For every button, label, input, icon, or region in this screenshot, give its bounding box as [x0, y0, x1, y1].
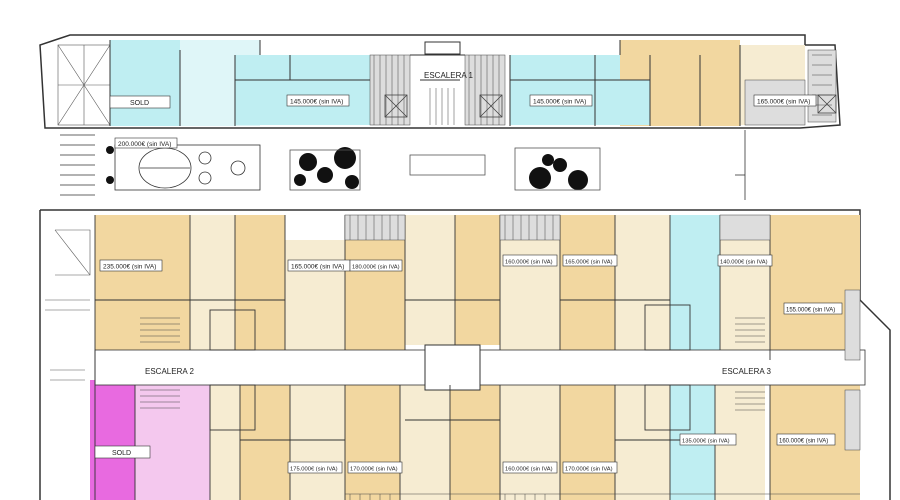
- svg-text:SOLD: SOLD: [112, 450, 131, 457]
- bottom-facade: [345, 493, 860, 500]
- terrace-hatch: [57, 44, 111, 126]
- price-label: 175.000€ (sin IVA): [287, 461, 343, 474]
- sold-badge: SOLD: [109, 95, 171, 109]
- left-entry-hatch: [45, 229, 91, 381]
- svg-text:180.000€ (sin IVA): 180.000€ (sin IVA): [352, 265, 400, 271]
- price-label: 180.000€ (sin IVA): [349, 259, 403, 272]
- stair-3-label: ESCALERA 3: [722, 367, 771, 376]
- tree-icon: [106, 146, 588, 190]
- stair-2-label: ESCALERA 2: [145, 367, 194, 376]
- svg-text:170.000€ (sin IVA): 170.000€ (sin IVA): [565, 467, 613, 473]
- price-label: 170.000€ (sin IVA): [562, 461, 618, 474]
- price-label: 165.000€ (sin IVA): [753, 94, 817, 107]
- price-label: 145.000€ (sin IVA): [529, 94, 593, 107]
- svg-text:145.000€ (sin IVA): 145.000€ (sin IVA): [290, 99, 343, 106]
- central-lobby: [424, 344, 481, 391]
- svg-text:165.000€ (sin IVA): 165.000€ (sin IVA): [565, 260, 613, 266]
- top-walls: [109, 40, 741, 126]
- price-label: 160.000€ (sin IVA): [502, 461, 558, 474]
- apt-top-2-cyan: [235, 55, 370, 125]
- price-label: 165.000€ (sin IVA): [562, 254, 618, 267]
- svg-text:165.000€ (sin IVA): 165.000€ (sin IVA): [291, 264, 344, 271]
- price-label: 170.000€ (sin IVA): [347, 461, 403, 474]
- price-label: 200.000€ (sin IVA): [114, 137, 178, 149]
- stair-3-treads: [735, 317, 765, 411]
- svg-text:SOLD: SOLD: [130, 100, 149, 107]
- price-label: 140.000€ (sin IVA): [717, 254, 773, 267]
- svg-text:155.000€ (sin IVA): 155.000€ (sin IVA): [786, 308, 835, 314]
- planter-boxes: [289, 147, 601, 191]
- bottom-apartments: [90, 215, 860, 500]
- price-label: 165.000€ (sin IVA): [287, 259, 351, 272]
- svg-text:160.000€ (sin IVA): 160.000€ (sin IVA): [505, 467, 553, 473]
- courtyard: [60, 130, 746, 200]
- shaft-markers: [384, 94, 837, 118]
- stair-1-label: ESCALERA 1: [424, 71, 473, 80]
- svg-text:145.000€ (sin IVA): 145.000€ (sin IVA): [533, 99, 586, 106]
- price-label: 160.000€ (sin IVA): [502, 254, 558, 267]
- price-label: 145.000€ (sin IVA): [286, 94, 350, 107]
- price-label: 160.000€ (sin IVA): [776, 433, 836, 446]
- svg-text:160.000€ (sin IVA): 160.000€ (sin IVA): [505, 260, 553, 266]
- svg-text:140.000€ (sin IVA): 140.000€ (sin IVA): [720, 260, 768, 266]
- svg-text:200.000€ (sin IVA): 200.000€ (sin IVA): [118, 141, 171, 148]
- apt-top-4-cyan-part: [595, 80, 650, 125]
- price-label: 155.000€ (sin IVA): [783, 302, 843, 315]
- svg-text:160.000€ (sin IVA): 160.000€ (sin IVA): [779, 439, 828, 445]
- bottom-balconies: [344, 214, 861, 451]
- svg-text:135.000€ (sin IVA): 135.000€ (sin IVA): [682, 439, 730, 445]
- svg-text:235.000€ (sin IVA): 235.000€ (sin IVA): [103, 264, 156, 271]
- price-label: 235.000€ (sin IVA): [99, 259, 163, 272]
- stair-2-treads: [140, 317, 180, 409]
- svg-text:175.000€ (sin IVA): 175.000€ (sin IVA): [290, 467, 338, 473]
- price-label: 135.000€ (sin IVA): [679, 433, 737, 446]
- svg-text:165.000€ (sin IVA): 165.000€ (sin IVA): [757, 99, 810, 106]
- svg-text:170.000€ (sin IVA): 170.000€ (sin IVA): [350, 467, 398, 473]
- sold-badge: SOLD: [94, 445, 151, 459]
